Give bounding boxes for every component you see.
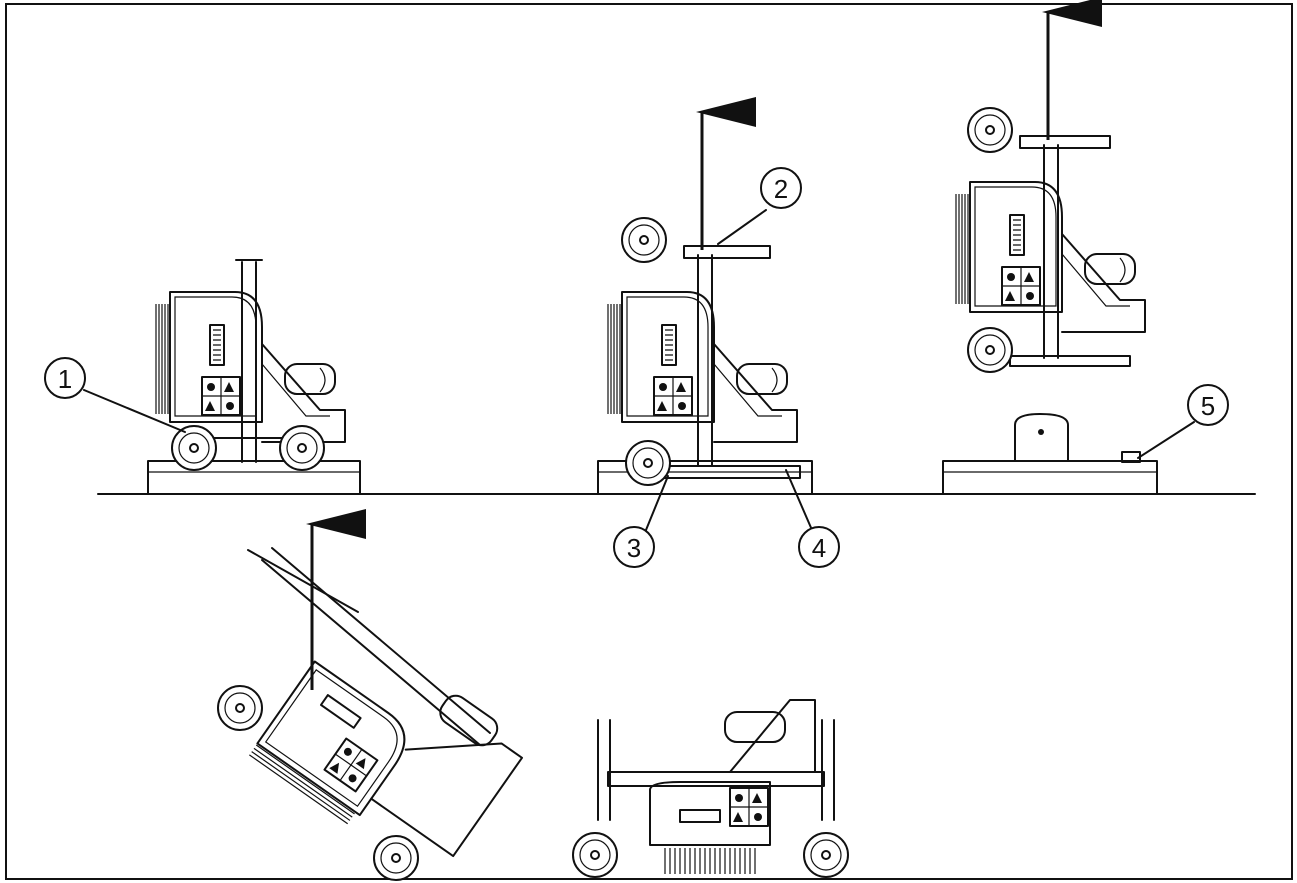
caster-wheel-icon [217, 685, 419, 881]
leader-lines [83, 209, 1195, 531]
callout-5: 5 [1187, 384, 1229, 426]
callout-1: 1 [44, 357, 86, 399]
pallet-b [597, 460, 813, 495]
callout-4: 4 [798, 526, 840, 568]
machine-position-e [572, 699, 849, 878]
svg-text:2: 2 [774, 174, 788, 204]
callout-2: 2 [760, 167, 802, 209]
machine-position-c [942, 0, 1158, 495]
svg-text:5: 5 [1201, 391, 1215, 421]
machine-position-d [217, 509, 524, 881]
machine-position-a [147, 259, 361, 495]
brush-bristles-icon [664, 848, 756, 874]
svg-text:1: 1 [58, 364, 72, 394]
leader-3 [645, 475, 669, 531]
page-border [5, 3, 1293, 880]
caster-wheel-icon [171, 425, 325, 471]
leader-2 [717, 209, 767, 245]
leader-5 [1137, 421, 1195, 459]
pallet-c [942, 460, 1158, 495]
svg-text:4: 4 [812, 533, 826, 563]
machine-position-b [597, 97, 813, 495]
leader-4 [785, 469, 813, 531]
pallet-a [147, 460, 361, 495]
callout-3: 3 [613, 526, 655, 568]
leader-1 [83, 389, 186, 433]
svg-text:3: 3 [627, 533, 641, 563]
